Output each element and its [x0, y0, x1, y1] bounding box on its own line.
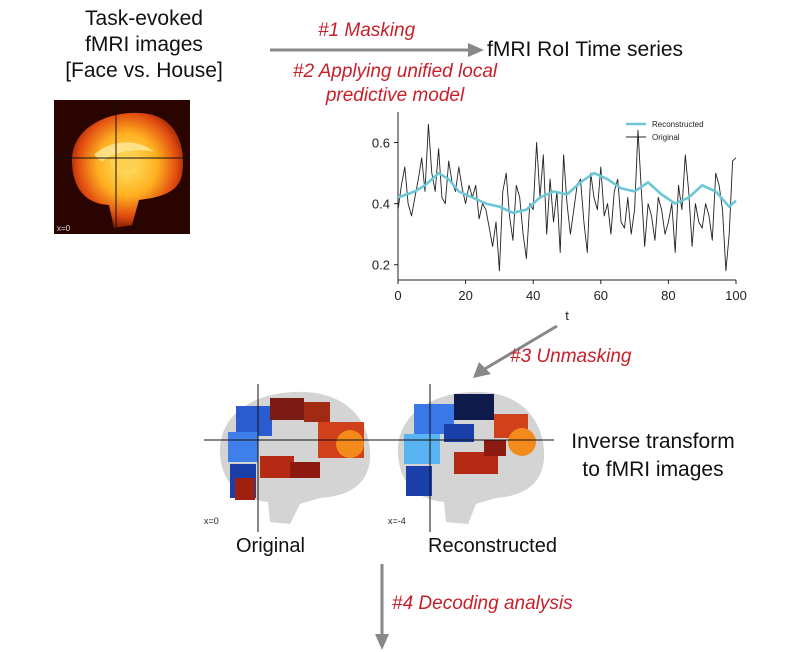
x-tick-label: 60	[594, 288, 608, 303]
series-line-original	[397, 123, 737, 272]
slice-coordinate: x=0	[57, 224, 71, 233]
series-line-reconstructed	[397, 171, 737, 215]
slice-coordinate: x=-4	[388, 516, 406, 526]
title-line: Task-evoked	[85, 7, 203, 30]
x-tick-label: 40	[526, 288, 540, 303]
y-tick-label: 0.4	[372, 197, 390, 212]
original-label: Original	[236, 535, 305, 557]
x-tick-label: 100	[725, 288, 747, 303]
arrow-decoding	[375, 564, 389, 650]
slice-coordinate: x=0	[204, 516, 219, 526]
title-line: [Face vs. House]	[65, 59, 223, 82]
time-series-title: fMRI RoI Time series	[487, 38, 684, 61]
time-series-chart: 0.2 0.4 0.6 0 20 40 60 80 100 t ReconstructedOrigi…	[372, 112, 747, 323]
inverse-line: to fMRI images	[582, 458, 724, 481]
legend-label: Reconstructed	[652, 120, 704, 129]
reconstructed-label: Reconstructed	[428, 535, 557, 557]
original-brain-map: x=0	[204, 384, 386, 532]
x-tick-label: 0	[394, 288, 401, 303]
x-tick-label: 20	[458, 288, 472, 303]
legend-label: Original	[652, 133, 680, 142]
step-model-label: #2 Applying unified local predictive mod…	[270, 60, 520, 108]
y-tick-label: 0.2	[372, 258, 390, 273]
x-tick-label: 80	[661, 288, 675, 303]
task-evoked-brain-slice: x=0	[54, 100, 190, 234]
inverse-transform-label: Inverse transform to fMRI images	[553, 428, 753, 484]
arrow-masking	[270, 43, 484, 57]
inverse-line: Inverse transform	[571, 430, 735, 453]
step-model-line: predictive model	[325, 85, 465, 106]
arrow-unmasking	[473, 324, 558, 378]
step-masking-label: #1 Masking	[318, 20, 416, 41]
step-model-line: #2 Applying unified local	[292, 61, 498, 82]
step-unmasking-label: #3 Unmasking	[510, 346, 632, 367]
title-line: fMRI images	[85, 33, 203, 56]
step-decoding-label: #4 Decoding analysis	[392, 593, 573, 614]
y-tick-label: 0.6	[372, 136, 390, 151]
source-images-title: Task-evoked fMRI images [Face vs. House]	[34, 6, 254, 84]
reconstructed-brain-map: x=-4	[384, 384, 554, 532]
x-axis-label: t	[565, 308, 569, 323]
